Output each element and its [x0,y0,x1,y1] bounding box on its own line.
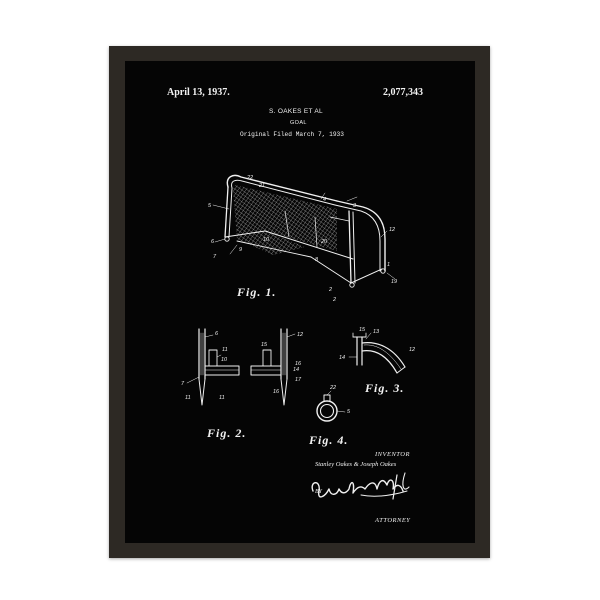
patent-inventors: S. OAKES ET AL [269,108,323,115]
fig2-section-drawing: 6 12 11 10 15 16 14 17 7 11 11 16 [181,328,303,406]
numeral: 6 [215,331,219,337]
numeral: 11 [222,347,228,353]
fig2-caption: Fig. 2. [207,426,247,440]
numeral: 12 [409,347,415,353]
patent-drawings: 22 21 5 4 3 12 20 6 7 9 10 8 2 19 1 2 [181,174,415,500]
inventor-label: INVENTOR [375,451,410,458]
numeral: 12 [297,332,303,338]
numeral: 7 [181,381,185,387]
numeral: 15 [261,342,268,348]
numeral: 11 [185,395,191,401]
numeral: 20 [320,239,328,245]
numeral: 22 [246,175,253,181]
numeral: 14 [293,367,299,373]
numeral: 6 [211,239,215,245]
fig4-caption: Fig. 4. [309,433,349,447]
numeral: 4 [323,197,326,203]
numeral: 14 [339,355,345,361]
fig1-goal-drawing: 22 21 5 4 3 12 20 6 7 9 10 8 2 19 1 2 [208,174,397,303]
numeral: 2 [328,287,332,293]
numeral: 2 [332,297,336,303]
numeral: 21 [258,183,265,189]
by-label: BY [315,489,323,495]
numeral: 16 [273,389,280,395]
numeral: 10 [263,237,270,243]
numeral: 8 [315,257,319,263]
numeral: 22 [329,385,336,391]
numeral: 15 [359,327,366,333]
numeral: 12 [389,227,395,233]
numeral: 17 [295,377,302,383]
attorney-signature [311,472,410,500]
patent-filed: Original Filed March 7, 1933 [240,131,344,138]
fig4-ring-drawing: 22 5 [316,385,351,422]
attorney-label: ATTORNEY [375,517,411,524]
numeral: 5 [208,203,212,209]
numeral: 9 [239,247,242,253]
numeral: 13 [373,329,380,335]
numeral: 5 [347,409,351,415]
numeral: 16 [295,361,302,367]
fig3-corner-drawing: 15 13 14 12 [339,327,415,374]
patent-date: April 13, 1937. [167,87,230,98]
numeral: 10 [221,357,228,363]
numeral: 11 [219,395,225,401]
numeral: 3 [353,203,357,209]
patent-number: 2,077,343 [383,87,423,98]
patent-title: GOAL [290,120,307,126]
numeral: 7 [213,254,217,260]
inventor-names: Stanley Oakes & Joseph Oakes [315,461,397,468]
patent-poster: April 13, 1937. 2,077,343 S. OAKES ET AL… [125,61,475,543]
fig3-caption: Fig. 3. [365,381,405,395]
numeral: 19 [391,279,397,285]
numeral: 1 [387,262,390,268]
fig1-caption: Fig. 1. [237,285,277,299]
